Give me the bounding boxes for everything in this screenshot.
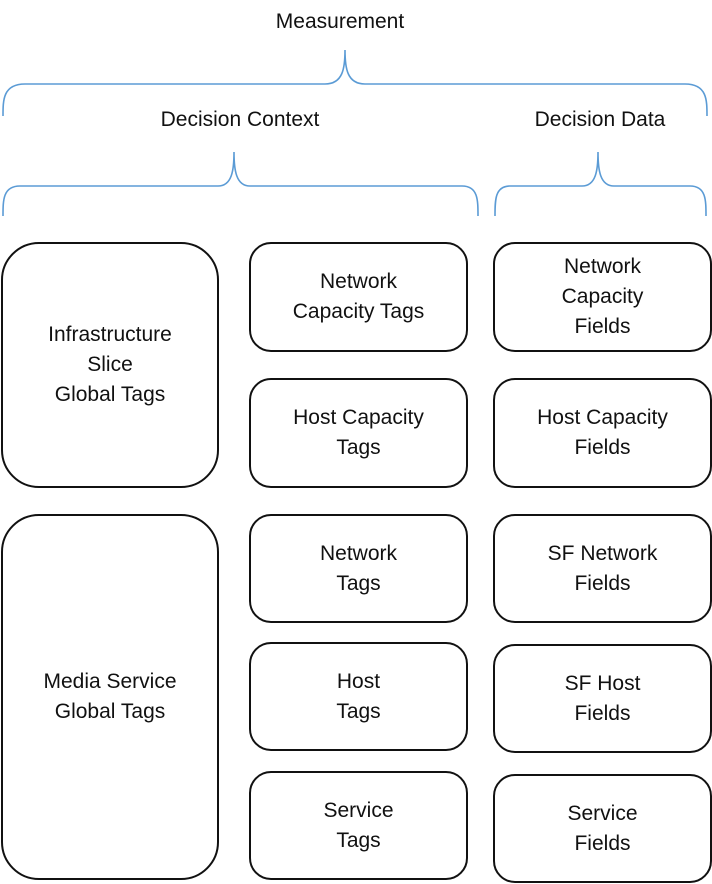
host-tags-label: Host Tags xyxy=(336,669,381,723)
host-capacity-tags-label: Host Capacity Tags xyxy=(293,406,424,459)
sf-host-fields-box: SF Host Fields xyxy=(493,644,712,753)
service-tags-box: Service Tags xyxy=(249,771,468,880)
service-tags-label: Service Tags xyxy=(323,798,394,852)
measurement-brace xyxy=(2,49,708,117)
network-capacity-fields-box: Network Capacity Fields xyxy=(493,242,712,352)
network-capacity-tags-label: Network Capacity Tags xyxy=(292,270,425,323)
network-capacity-tags-box: Network Capacity Tags xyxy=(249,242,468,352)
service-fields-box: Service Fields xyxy=(493,774,712,883)
sf-host-fields-label: SF Host Fields xyxy=(564,671,641,725)
decision-context-label: Decision Context xyxy=(160,108,320,131)
measurement-label: Measurement xyxy=(275,10,405,33)
sf-network-fields-box: SF Network Fields xyxy=(493,514,712,623)
host-capacity-fields-label: Host Capacity Fields xyxy=(537,406,668,459)
decision-context-brace xyxy=(2,151,479,217)
host-capacity-tags-box: Host Capacity Tags xyxy=(249,378,468,488)
network-capacity-fields-label: Network Capacity Fields xyxy=(561,255,644,338)
network-tags-box: Network Tags xyxy=(249,514,468,623)
host-tags-box: Host Tags xyxy=(249,642,468,751)
media-service-global-tags-box: Media Service Global Tags xyxy=(1,514,219,880)
infrastructure-slice-global-tags-box: Infrastructure Slice Global Tags xyxy=(1,242,219,488)
media-service-global-tags-label: Media Service Global Tags xyxy=(43,670,177,723)
host-capacity-fields-box: Host Capacity Fields xyxy=(493,378,712,488)
network-tags-label: Network Tags xyxy=(319,541,398,595)
service-fields-label: Service Fields xyxy=(567,801,638,855)
infrastructure-slice-global-tags-label: Infrastructure Slice Global Tags xyxy=(48,323,172,406)
decision-data-brace xyxy=(494,151,707,217)
decision-data-label: Decision Data xyxy=(534,108,666,131)
sf-network-fields-label: SF Network Fields xyxy=(547,541,658,595)
